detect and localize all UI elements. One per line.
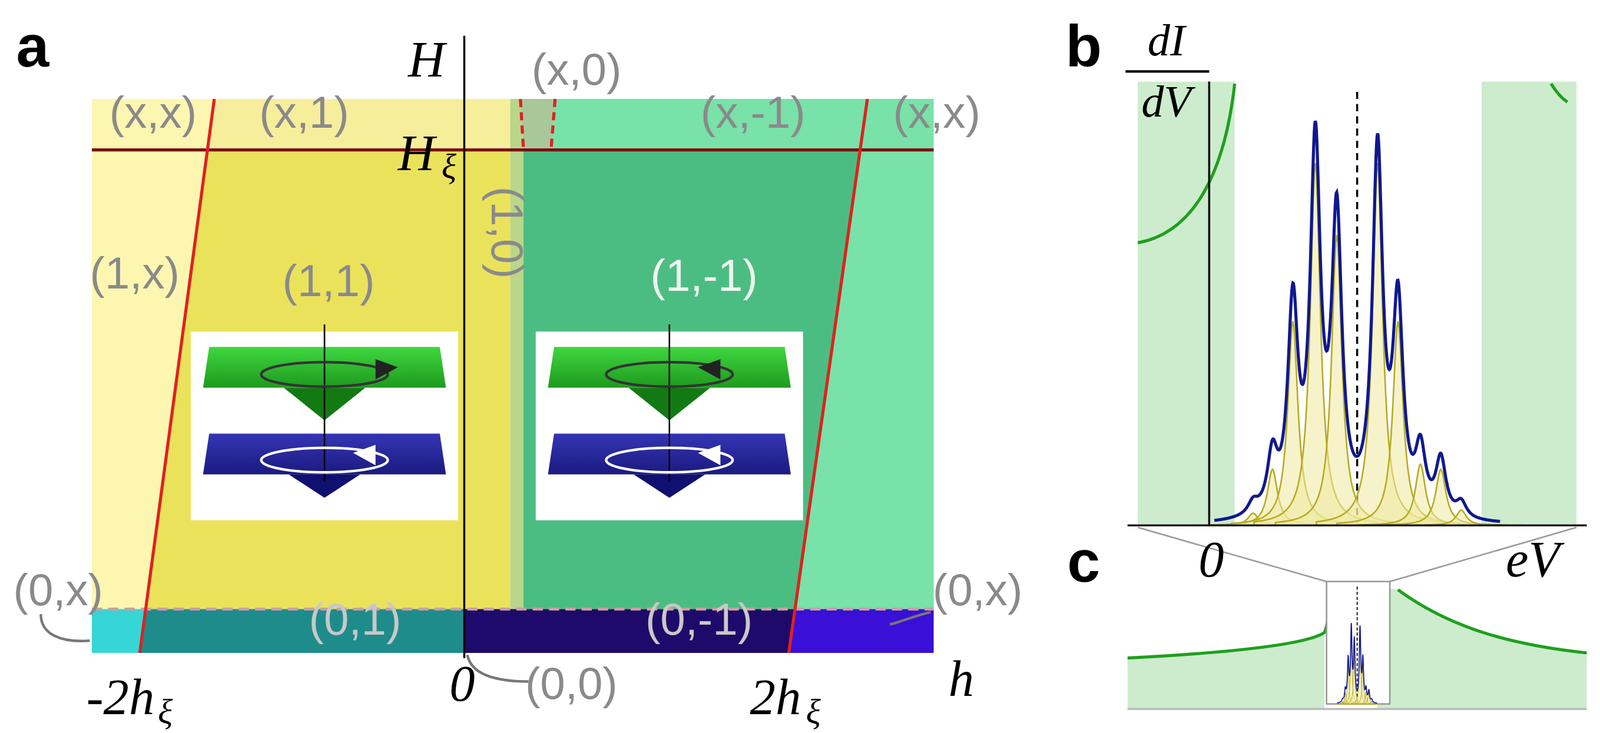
panel-letter: c xyxy=(1067,531,1101,592)
phase-label: (x,1) xyxy=(259,89,349,135)
panel-letter: a xyxy=(15,16,49,76)
phase-label: (0,0) xyxy=(525,661,618,707)
vortex-axis xyxy=(323,324,326,482)
dos-curve xyxy=(1214,120,1500,522)
phase-label: (x,x) xyxy=(893,89,981,135)
axis-label: 0 xyxy=(449,658,475,710)
arrowhead xyxy=(353,445,376,466)
phase-label: (0,-1) xyxy=(645,597,753,642)
lorentzian xyxy=(1399,509,1523,526)
arrowhead xyxy=(697,445,721,466)
axis-label: eV xyxy=(1505,533,1560,585)
arrowhead xyxy=(697,359,721,380)
axis-label: ξ xyxy=(441,150,457,185)
arrowhead xyxy=(375,359,399,380)
vortex-axis xyxy=(668,324,671,482)
axis-label: H xyxy=(408,33,446,85)
axis-label: h xyxy=(948,653,975,705)
phase-label: (0,x) xyxy=(932,567,1023,612)
phase-label: (1,1) xyxy=(282,257,376,303)
lorentzian xyxy=(1342,631,1360,705)
phase-label: (0,x) xyxy=(13,567,104,612)
axis-label: 0 xyxy=(1198,533,1224,585)
panel-letter: b xyxy=(1065,16,1102,76)
phase-label: (1,0) xyxy=(484,186,530,280)
axis-label: H xyxy=(398,127,436,180)
phase-label: (1,x) xyxy=(89,250,180,296)
axis-label: ξ xyxy=(805,694,821,730)
phase-label: (x,0) xyxy=(531,47,622,92)
circulation xyxy=(261,362,389,387)
axis-label: -2h xyxy=(86,671,155,723)
phase-label: (0,1) xyxy=(309,597,402,642)
axis-label: dI xyxy=(1147,18,1186,64)
dos-curve xyxy=(1337,623,1378,704)
axis-label: dV xyxy=(1141,79,1192,125)
phase-label: (x,x) xyxy=(109,89,197,135)
axis-label: ξ xyxy=(157,694,173,730)
phase-label: (x,-1) xyxy=(700,89,806,135)
fraction-bar xyxy=(1125,70,1209,73)
lorentzian xyxy=(1363,700,1381,704)
phase-label: (1,-1) xyxy=(650,253,758,298)
axis-label: 2h xyxy=(750,671,802,723)
lorentzian xyxy=(1379,469,1503,526)
lorentzian xyxy=(1254,163,1377,526)
